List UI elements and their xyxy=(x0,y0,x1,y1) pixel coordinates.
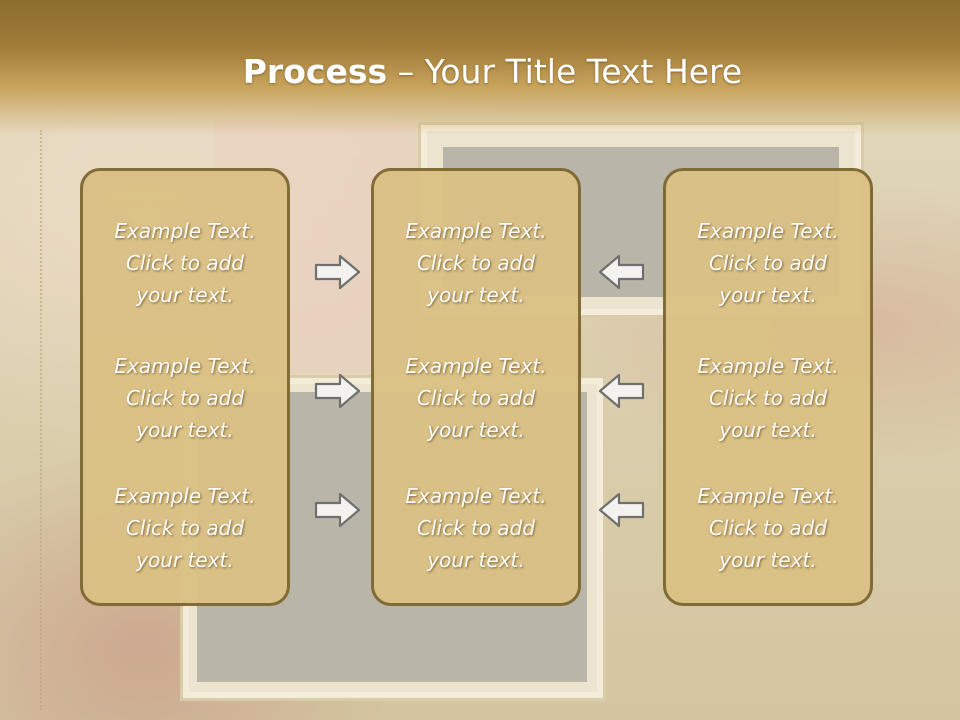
text-block[interactable]: Example Text. Click to add your text. xyxy=(83,350,287,446)
text-block[interactable]: Example Text. Click to add your text. xyxy=(374,480,578,576)
text-line: Example Text. xyxy=(697,219,839,243)
text-line: Click to add xyxy=(708,516,828,540)
text-line: your text. xyxy=(719,283,817,307)
text-line: Click to add xyxy=(708,386,828,410)
process-box-center[interactable]: Example Text. Click to add your text. Ex… xyxy=(371,168,581,606)
text-line: your text. xyxy=(427,548,525,572)
arrow-left-icon xyxy=(598,254,645,290)
text-line: Click to add xyxy=(125,516,245,540)
text-line: Example Text. xyxy=(697,354,839,378)
text-line: Example Text. xyxy=(114,484,256,508)
text-line: Example Text. xyxy=(405,484,547,508)
process-box-left[interactable]: Example Text. Click to add your text. Ex… xyxy=(80,168,290,606)
text-block[interactable]: Example Text. Click to add your text. xyxy=(83,480,287,576)
text-line: your text. xyxy=(136,283,234,307)
text-line: Click to add xyxy=(125,251,245,275)
arrow-right-icon xyxy=(314,492,361,528)
text-line: Example Text. xyxy=(405,354,547,378)
text-block[interactable]: Example Text. Click to add your text. xyxy=(666,215,870,311)
text-line: Click to add xyxy=(416,386,536,410)
arrow-right-icon xyxy=(314,254,361,290)
text-line: Click to add xyxy=(416,251,536,275)
text-line: your text. xyxy=(427,418,525,442)
text-line: your text. xyxy=(427,283,525,307)
text-line: Example Text. xyxy=(114,219,256,243)
text-line: Example Text. xyxy=(114,354,256,378)
text-block[interactable]: Example Text. Click to add your text. xyxy=(374,215,578,311)
arrow-left-icon xyxy=(598,373,645,409)
text-block[interactable]: Example Text. Click to add your text. xyxy=(374,350,578,446)
arrow-right-icon xyxy=(314,373,361,409)
text-line: your text. xyxy=(719,548,817,572)
text-line: Click to add xyxy=(708,251,828,275)
text-line: your text. xyxy=(136,548,234,572)
text-line: Click to add xyxy=(416,516,536,540)
text-line: Click to add xyxy=(125,386,245,410)
text-line: your text. xyxy=(719,418,817,442)
text-line: Example Text. xyxy=(405,219,547,243)
lace-border-decoration xyxy=(0,130,42,710)
text-block[interactable]: Example Text. Click to add your text. xyxy=(83,215,287,311)
arrow-left-icon xyxy=(598,492,645,528)
text-line: Example Text. xyxy=(697,484,839,508)
text-block[interactable]: Example Text. Click to add your text. xyxy=(666,480,870,576)
text-line: your text. xyxy=(136,418,234,442)
slide-title[interactable]: Process – Your Title Text Here xyxy=(0,52,960,91)
process-box-right[interactable]: Example Text. Click to add your text. Ex… xyxy=(663,168,873,606)
text-block[interactable]: Example Text. Click to add your text. xyxy=(666,350,870,446)
title-bar xyxy=(0,0,960,135)
title-bold: Process xyxy=(242,52,388,91)
title-rest: – Your Title Text Here xyxy=(387,52,743,91)
